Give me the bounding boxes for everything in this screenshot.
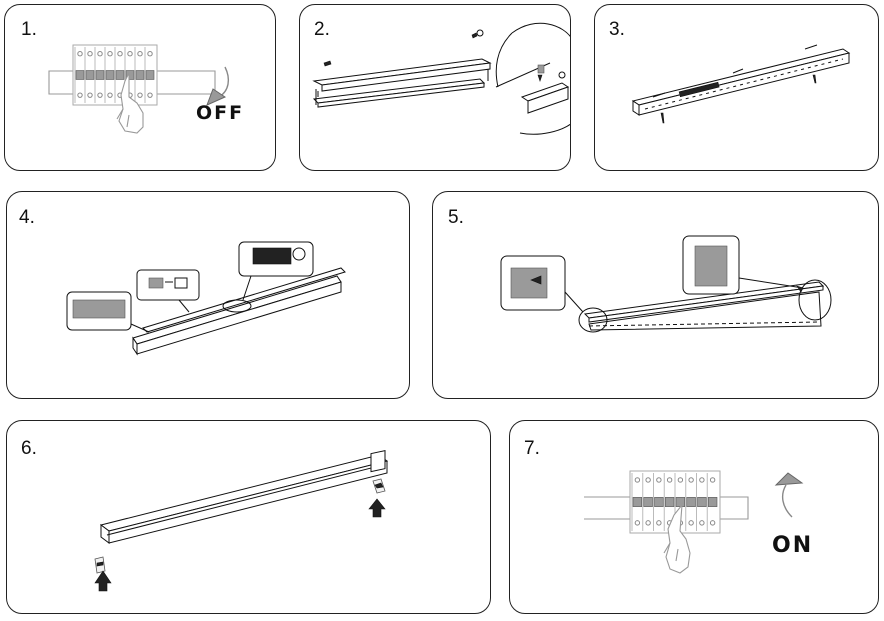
mounting-rail [631, 48, 851, 116]
circuit-breaker-icon [72, 44, 158, 106]
luminaire-body [132, 267, 346, 356]
hand-switch-icon [116, 72, 144, 134]
driver-detail-callout [66, 291, 150, 333]
step-7-number: 7. [524, 438, 540, 459]
hand-switch-icon [663, 503, 691, 574]
on-label: ON [772, 533, 814, 558]
step-6-panel: 6. [6, 420, 491, 614]
right-clip-detail [682, 235, 832, 321]
push-arrow-icon [94, 570, 112, 592]
rotate-arrow-icon [206, 66, 230, 106]
step-2-illustration [312, 22, 570, 135]
step-5-illustration [500, 235, 832, 333]
left-clip-detail [500, 255, 608, 333]
cable-icon [48, 70, 216, 95]
step-1-illustration [48, 44, 230, 134]
step-6-number: 6. [21, 438, 37, 459]
step-3-panel: 3. [594, 4, 879, 171]
connector-detail-callout [136, 269, 200, 313]
step-4-panel: 4. [6, 191, 410, 399]
step-7-illustration [584, 470, 804, 574]
step-5-panel: 5. [432, 191, 879, 399]
end-cap-right [372, 478, 386, 494]
step-7-panel: 7. ON [509, 420, 879, 614]
luminaire-body [312, 58, 492, 108]
off-label: OFF [196, 102, 245, 124]
step-6-illustration [94, 450, 389, 592]
step-4-illustration [66, 241, 346, 356]
step-3-number: 3. [609, 19, 625, 40]
rotate-arrow-icon [774, 472, 804, 518]
end-cap-left [94, 556, 106, 574]
step-2-number: 2. [314, 19, 330, 40]
terminal-detail-callout [222, 241, 314, 313]
luminaire-body [583, 281, 825, 331]
luminaire-body [99, 450, 389, 544]
step-1-panel: 1. OFF [4, 4, 276, 171]
step-4-number: 4. [19, 207, 35, 228]
step-3-illustration [631, 44, 851, 124]
step-5-number: 5. [448, 207, 464, 228]
detail-zoom-circle [495, 22, 570, 135]
step-2-panel: 2. [299, 4, 571, 171]
step-1-number: 1. [21, 19, 37, 40]
push-arrow-icon [368, 498, 386, 518]
screw-icon [652, 44, 818, 124]
screw-icon [317, 29, 484, 97]
